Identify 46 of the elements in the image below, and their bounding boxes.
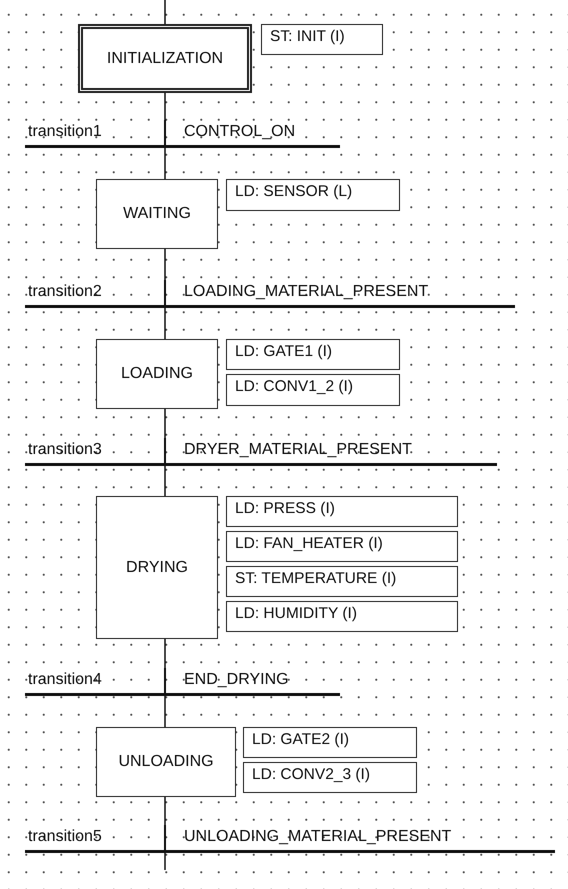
action-box: LD: GATE2 (I): [243, 727, 417, 758]
step-label: INITIALIZATION: [106, 50, 224, 68]
action-box: LD: SENSOR (L): [226, 179, 400, 211]
connector-line: [164, 93, 166, 120]
step-label: LOADING: [120, 365, 193, 383]
connector-line: [164, 148, 166, 179]
step-box: [96, 727, 236, 797]
connector-line: [164, 0, 166, 24]
transition-bar: [25, 280, 515, 308]
action-box: LD: CONV2_3 (I): [243, 762, 417, 793]
transition-condition: DRYER_MATERIAL_PRESENT: [184, 441, 412, 459]
step-label: UNLOADING: [118, 753, 214, 771]
transition-condition: END_DRYING: [184, 671, 289, 689]
action-box: LD: CONV1_2 (I): [226, 374, 400, 406]
transition-bar: [25, 438, 497, 466]
transition-bar: [25, 825, 555, 853]
transition-name: transition4: [28, 671, 102, 689]
initial-step-box: [78, 24, 252, 93]
transition-name: transition5: [28, 828, 102, 846]
transition-condition: UNLOADING_MATERIAL_PRESENT: [184, 828, 452, 846]
connector-line: [164, 639, 166, 668]
step-box: [96, 179, 218, 249]
connector-line: [164, 853, 166, 870]
transition-bar: [25, 668, 340, 696]
connector-line: [164, 797, 166, 825]
transition-condition: LOADING_MATERIAL_PRESENT: [184, 283, 428, 301]
connector-line: [164, 696, 166, 727]
step-label: WAITING: [123, 205, 191, 223]
transition-name: transition3: [28, 441, 102, 459]
action-box: LD: HUMIDITY (I): [226, 601, 458, 632]
action-box: LD: FAN_HEATER (I): [226, 531, 458, 562]
step-box: [96, 496, 218, 639]
step-box: [96, 339, 218, 409]
action-box: LD: GATE1 (I): [226, 339, 400, 370]
transition-name: transition1: [28, 123, 102, 141]
action-box: ST: INIT (I): [261, 24, 383, 55]
action-box: LD: PRESS (I): [226, 496, 458, 527]
transition-condition: CONTROL_ON: [184, 123, 296, 141]
transition-name: transition2: [28, 283, 102, 301]
step-label: DRYING: [126, 558, 188, 576]
connector-line: [164, 466, 166, 496]
connector-line: [164, 249, 166, 280]
connector-line: [164, 409, 166, 438]
action-box: ST: TEMPERATURE (I): [226, 566, 458, 597]
transition-bar: [25, 120, 340, 148]
connector-line: [164, 308, 166, 339]
